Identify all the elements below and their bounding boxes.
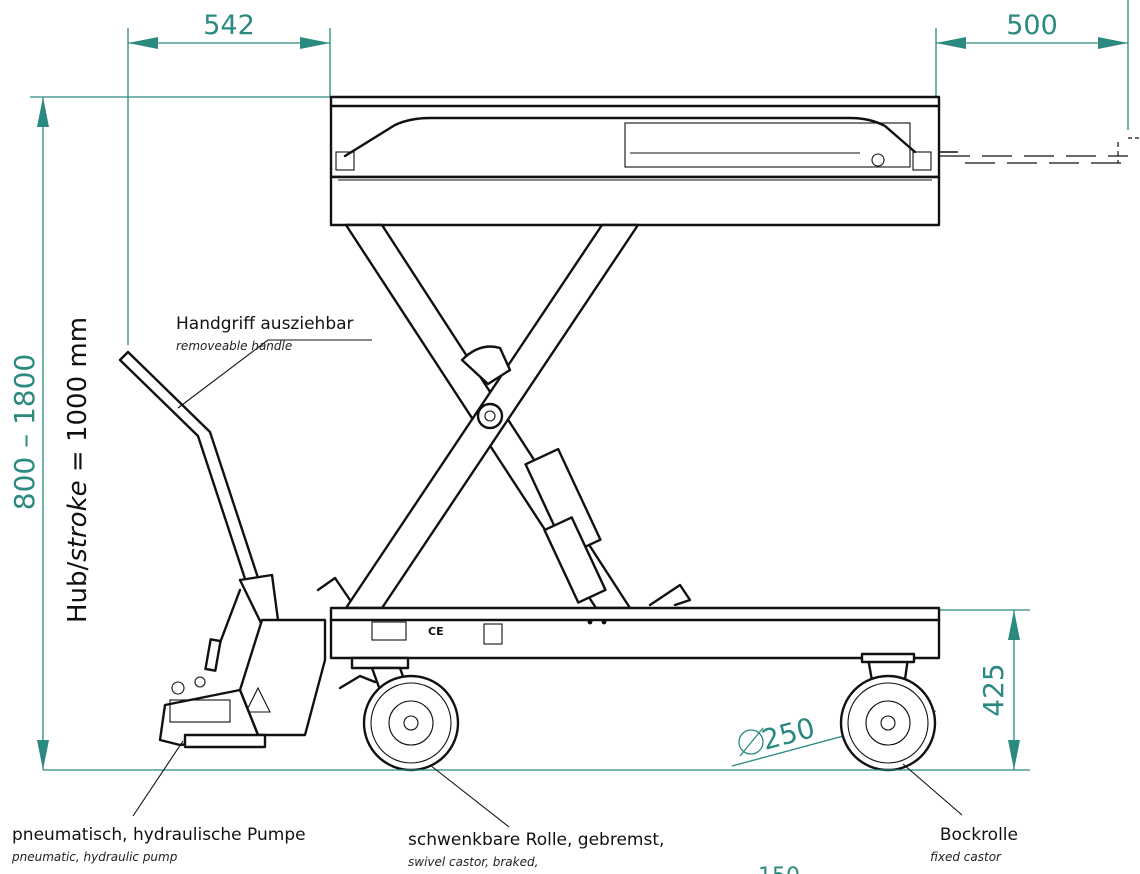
dim-height-text: 800 – 1800 [8, 354, 41, 511]
handle [118, 350, 280, 672]
dim-250-text: 250 [758, 711, 818, 757]
label-fixed-en: fixed castor [930, 850, 1002, 864]
dim-150-partial: 150 [758, 864, 800, 874]
dimension-stroke-label: Hub/stroke = 1000 mm [63, 317, 93, 623]
callout-handle: Handgriff ausziehbar removeable handle [176, 314, 354, 353]
dimension-500: 500 [935, 0, 1129, 130]
svg-text:Hub/stroke = 1000 mm: Hub/stroke = 1000 mm [63, 317, 93, 623]
base-frame: CE [329, 606, 941, 660]
label-pump-de: pneumatisch, hydraulische Pumpe [12, 825, 306, 845]
label-swivel-en: swivel castor, braked, [408, 855, 538, 869]
stroke-italic: stroke [63, 480, 93, 561]
label-fixed-de: Bockrolle [940, 825, 1018, 845]
table-top [329, 95, 941, 227]
ce-mark: CE [428, 625, 444, 638]
dim-425-text: 425 [977, 663, 1010, 716]
fixed-castor [839, 652, 937, 772]
hydraulic-pump [158, 618, 327, 749]
dim-500-text: 500 [1006, 10, 1058, 41]
callout-pump: pneumatisch, hydraulische Pumpe pneumati… [11, 825, 306, 864]
swivel-castor [338, 656, 460, 772]
callout-fixed: Bockrolle fixed castor [930, 825, 1018, 864]
label-swivel-de: schwenkbare Rolle, gebremst, [408, 830, 664, 850]
stroke-prefix: Hub/ [63, 562, 93, 624]
table-extension-dashed [940, 137, 1140, 164]
dim-542-text: 542 [203, 10, 255, 41]
dimension-542: 542 [127, 10, 331, 345]
label-pump-en: pneumatic, hydraulic pump [11, 850, 178, 864]
label-handle-en: removeable handle [176, 339, 292, 353]
dimension-425: 425 [940, 609, 1030, 770]
label-handle-de: Handgriff ausziehbar [176, 314, 354, 334]
callout-swivel: schwenkbare Rolle, gebremst, swivel cast… [408, 830, 664, 869]
scissor-mechanism [316, 223, 692, 610]
stroke-suffix: = 1000 mm [63, 317, 93, 480]
dimension-height-range: 800 – 1800 [8, 96, 330, 770]
callout-leaders [132, 339, 963, 828]
